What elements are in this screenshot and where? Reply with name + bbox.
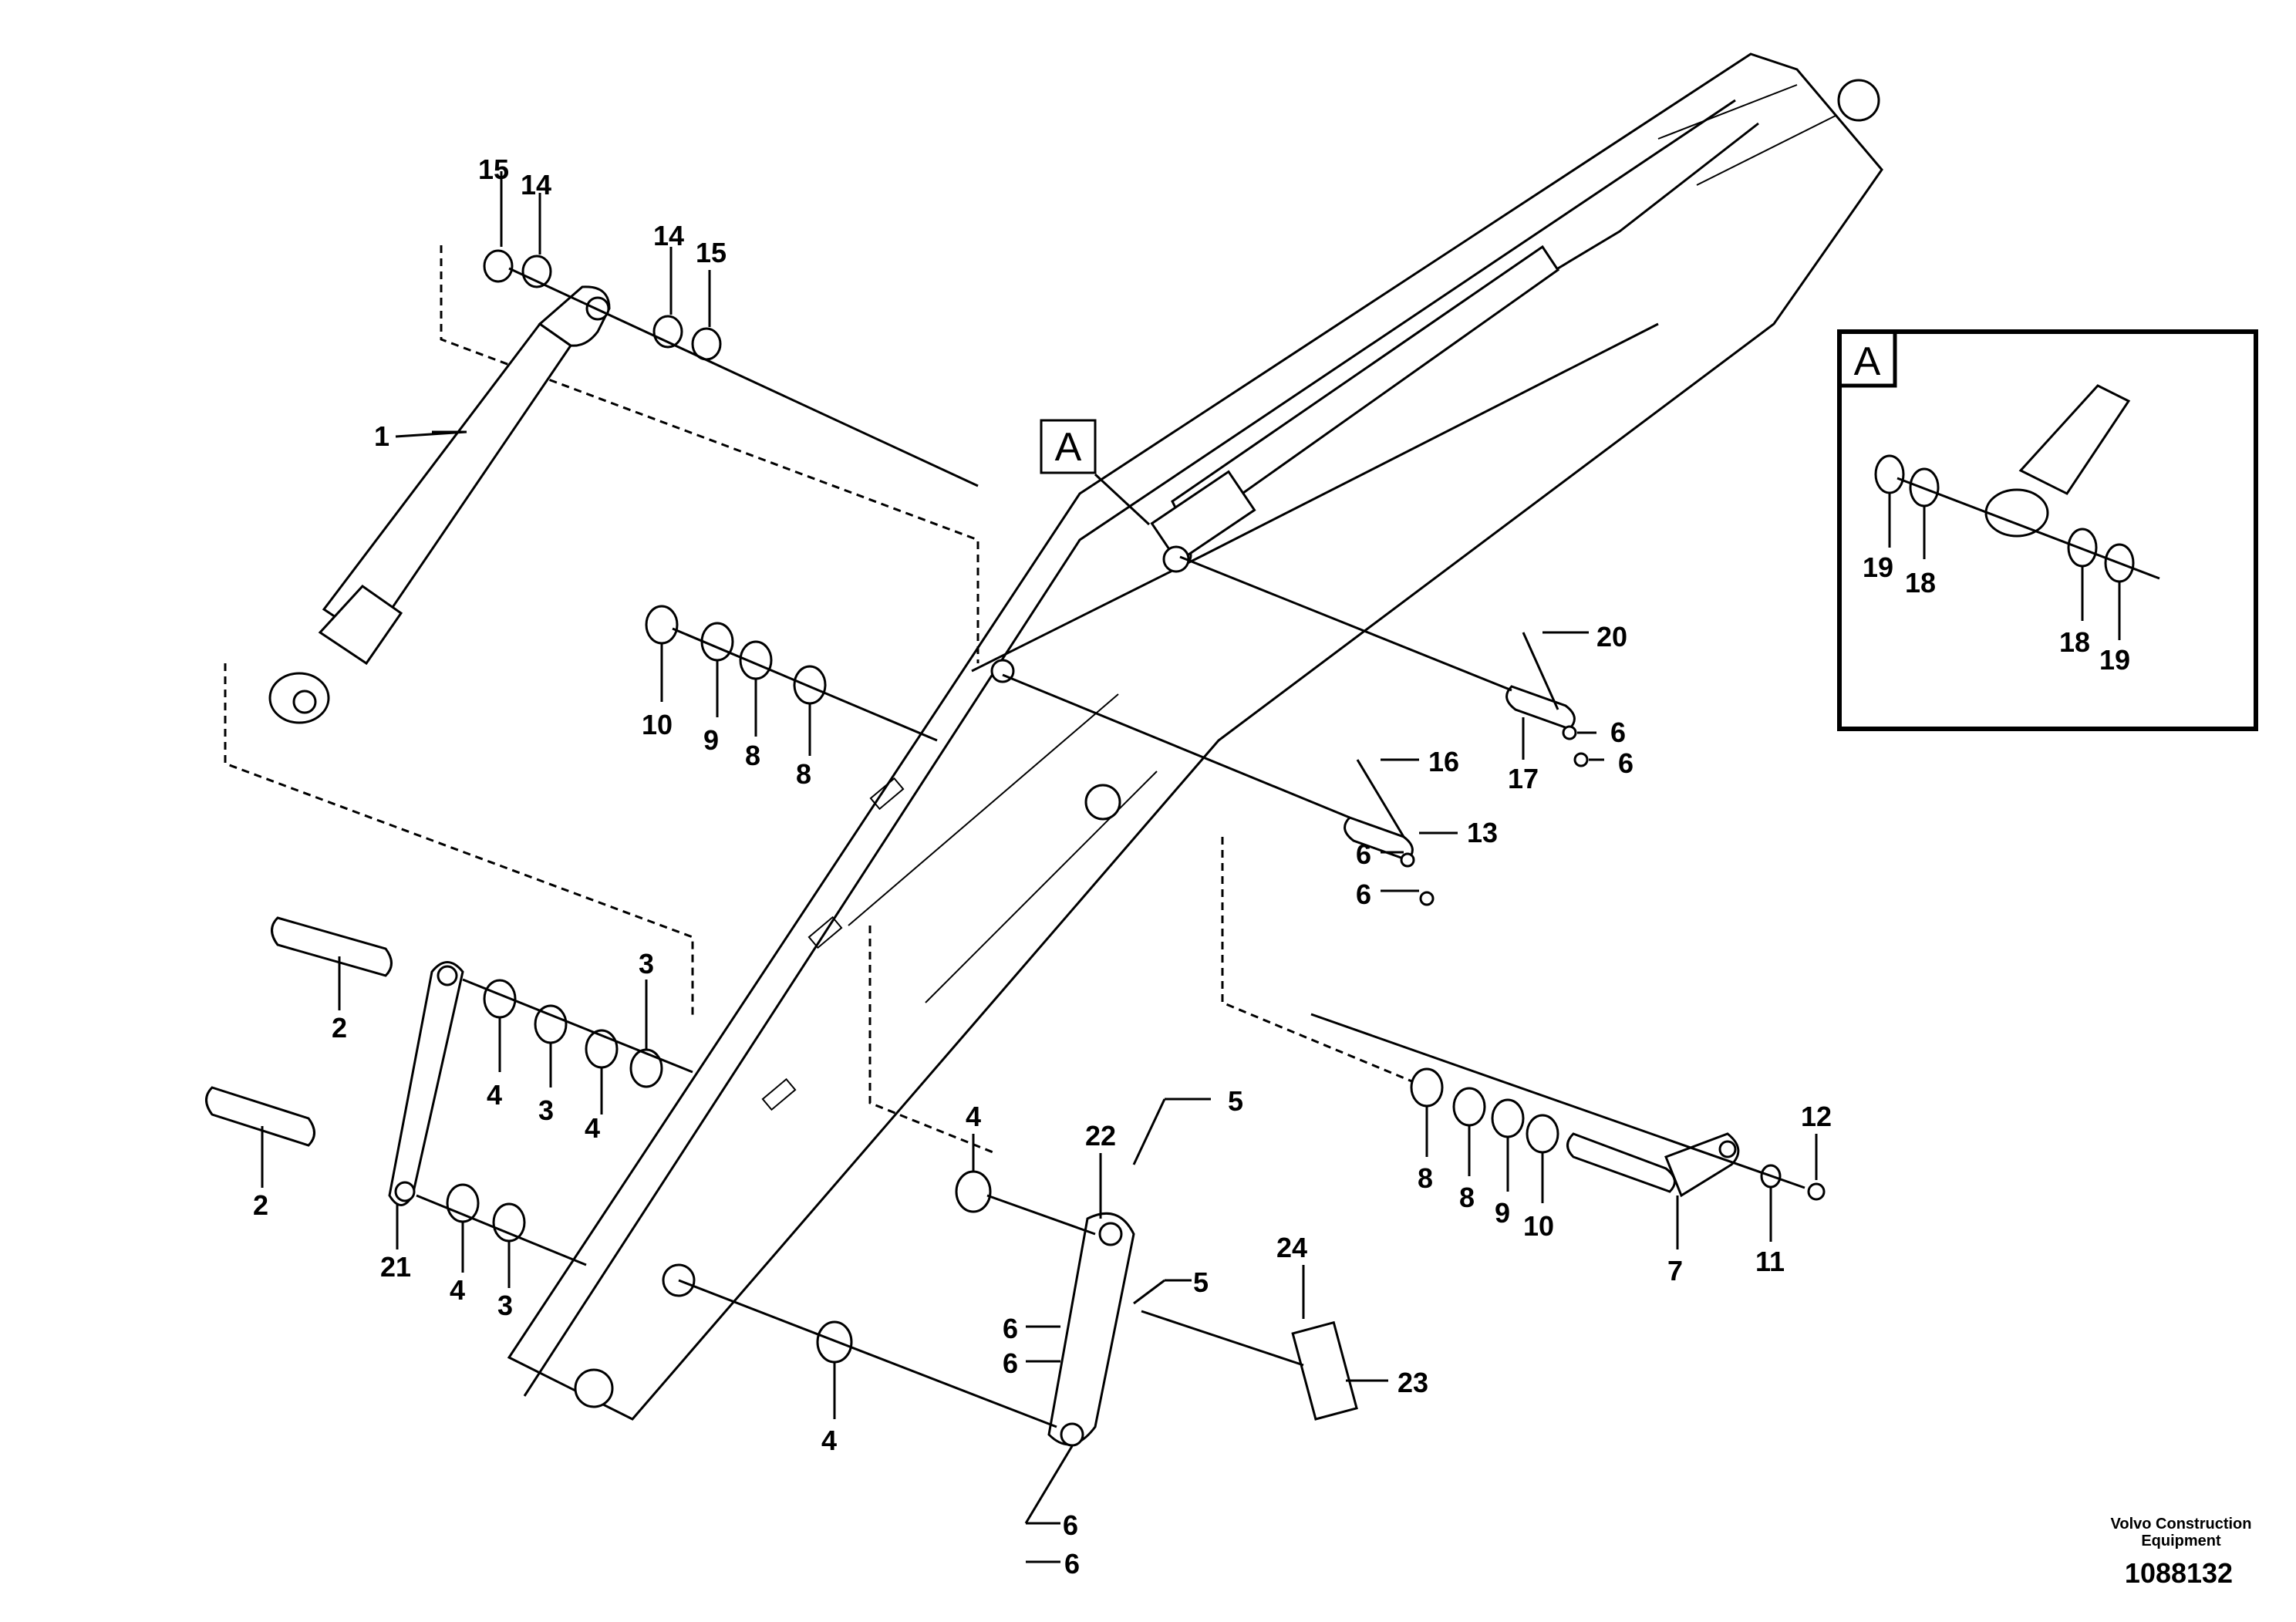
callout-20: 20: [1596, 621, 1627, 653]
callout-labels: 15 14 14 15 1 10 9 8 8 20 6 6 17 16 13 6…: [253, 153, 2130, 1580]
callout-6: 6: [1063, 1509, 1078, 1541]
callout-16: 16: [1428, 746, 1459, 777]
callout-4: 4: [487, 1079, 502, 1111]
callout-8: 8: [745, 740, 760, 771]
callout-6: 6: [1356, 838, 1371, 870]
inset-callout-19: 19: [2099, 644, 2130, 676]
callout-4: 4: [585, 1112, 600, 1144]
callout-5: 5: [1193, 1266, 1209, 1298]
callout-6: 6: [1610, 717, 1626, 748]
footer: Volvo Construction Equipment 1088132: [2111, 1516, 2252, 1589]
brand-line-1: Volvo Construction: [2111, 1516, 2252, 1533]
detail-marker-a: A: [1040, 419, 1151, 526]
inset-callout-19: 19: [1863, 551, 1893, 583]
callout-9: 9: [1495, 1197, 1510, 1229]
callout-22: 22: [1085, 1120, 1116, 1152]
assembly-guides: [224, 245, 1428, 1155]
callout-11: 11: [1755, 1246, 1785, 1277]
callout-1: 1: [374, 420, 389, 452]
callout-24: 24: [1276, 1232, 1307, 1263]
detail-marker-label: A: [1055, 425, 1082, 470]
washers-top: [483, 171, 979, 487]
callout-5: 5: [1228, 1085, 1243, 1117]
callout-4: 4: [450, 1274, 465, 1306]
callout-3: 3: [639, 948, 654, 980]
callout-8: 8: [1459, 1182, 1475, 1213]
boom-cylinder: [1150, 244, 1560, 573]
callout-9: 9: [703, 724, 719, 756]
callout-12: 12: [1801, 1101, 1832, 1132]
callout-15: 15: [478, 153, 509, 185]
detail-inset-a: A: [1837, 329, 2258, 731]
callout-6: 6: [1356, 878, 1371, 910]
pin-assembly-right: [1310, 1013, 1826, 1249]
part-1-cylinder: [268, 285, 611, 724]
callout-6: 6: [1618, 747, 1633, 779]
callout-3: 3: [538, 1094, 554, 1126]
callout-2: 2: [332, 1012, 347, 1044]
inset-callout-18: 18: [1905, 567, 1936, 599]
callout-8: 8: [1418, 1162, 1433, 1194]
callout-4: 4: [966, 1101, 981, 1132]
callout-4: 4: [821, 1425, 837, 1456]
detail-inset-title: A: [1854, 339, 1881, 384]
callout-10: 10: [1523, 1210, 1554, 1242]
drawing-number: 1088132: [2125, 1557, 2233, 1589]
callout-10: 10: [642, 709, 673, 740]
callout-6: 6: [1003, 1313, 1018, 1344]
callout-21: 21: [380, 1251, 411, 1283]
callout-6: 6: [1003, 1347, 1018, 1379]
link-assembly-left: [205, 916, 693, 1288]
callout-3: 3: [497, 1290, 513, 1321]
callout-2: 2: [253, 1189, 268, 1221]
callout-23: 23: [1397, 1367, 1428, 1398]
callout-7: 7: [1667, 1255, 1683, 1286]
washers-middle: [645, 605, 938, 756]
callout-14: 14: [521, 169, 551, 201]
pins-upper-right: [1002, 555, 1604, 906]
callout-14: 14: [653, 220, 684, 251]
callout-13: 13: [1467, 817, 1498, 848]
callout-8: 8: [796, 758, 811, 790]
inset-callout-18: 18: [2059, 626, 2090, 658]
link-assembly-lower: [678, 1098, 1388, 1563]
callout-6: 6: [1064, 1548, 1080, 1580]
brand-line-2: Equipment: [2141, 1533, 2221, 1549]
callout-17: 17: [1508, 763, 1539, 794]
callout-15: 15: [696, 237, 727, 268]
